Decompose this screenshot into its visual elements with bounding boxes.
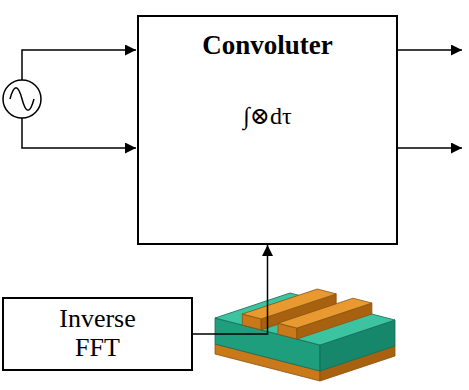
input-wire (22, 118, 136, 148)
box-title: Convoluter (148, 31, 388, 61)
sine-wave (10, 88, 34, 111)
process-box: Inverse FFT (2, 297, 193, 371)
box-title: Inverse FFT (43, 305, 153, 362)
input-wire (22, 50, 136, 80)
sine-source (3, 80, 41, 118)
output-wire (398, 49, 462, 51)
connector-arrow (193, 245, 268, 334)
convoluter-box: Convoluter ∫⊗dτ (137, 15, 398, 245)
formula: ∫⊗dτ (148, 103, 388, 129)
output-wire (398, 147, 462, 149)
device-illustration (215, 289, 395, 381)
